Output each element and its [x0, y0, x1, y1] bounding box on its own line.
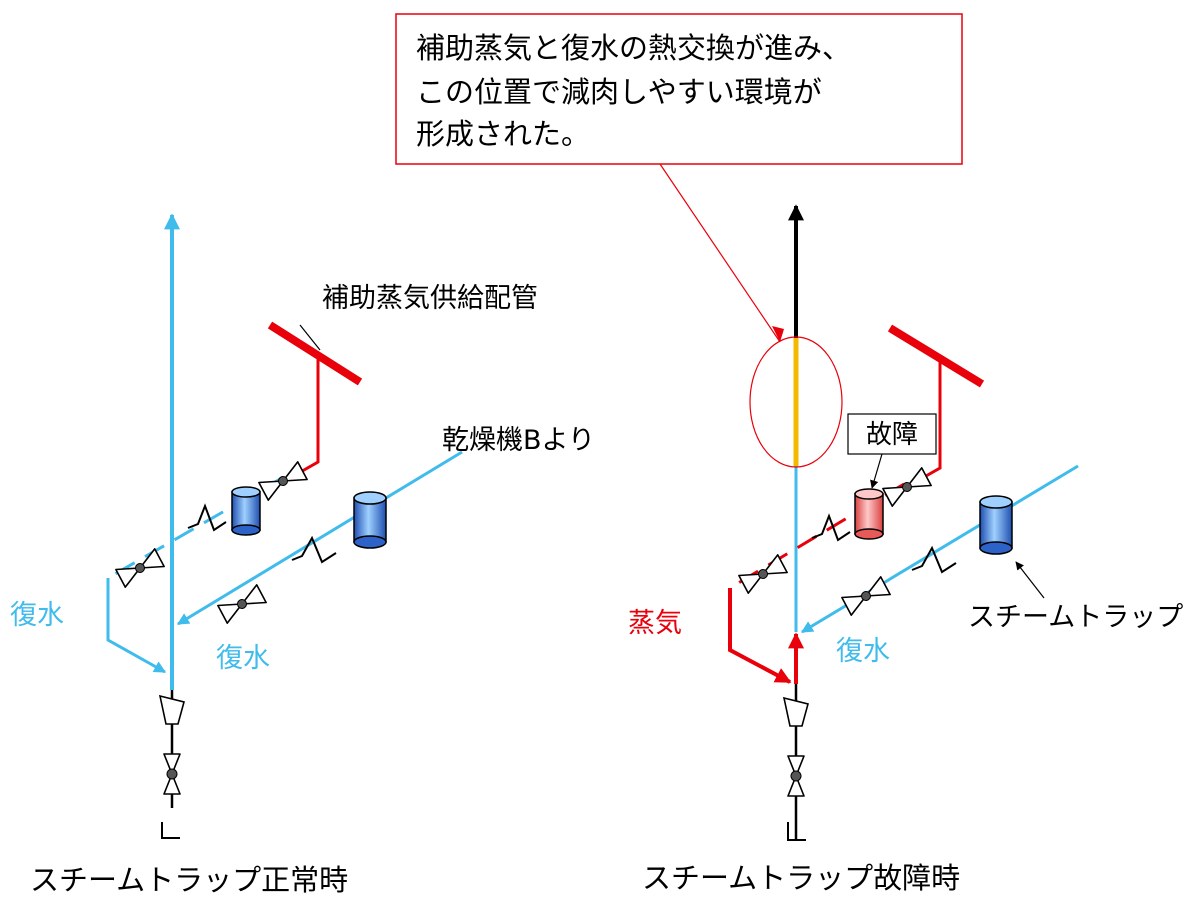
left-supply-leader: [299, 324, 321, 351]
left-upper-strainer-icon: [187, 503, 227, 532]
callout-line-2: この位置で減肉しやすい環境が: [416, 75, 822, 109]
right-steam-trap-icon: [979, 495, 1013, 555]
right-lower-valve-icon[interactable]: [841, 576, 891, 616]
fault-leader-arrow: [870, 453, 883, 489]
right-condensate-label: 復水: [836, 636, 890, 667]
left-check-valve-icon: [158, 694, 185, 725]
right-steam-bypass-line: [728, 588, 792, 684]
callout-leader-arrow: [772, 326, 784, 342]
left-drain-valve-icon[interactable]: [163, 753, 181, 795]
left-lower-strainer-icon: [291, 535, 337, 564]
left-dryer-condensate-line: [176, 450, 463, 626]
left-caption: スチームトラップ正常時: [30, 863, 348, 897]
right-upper-valve-icon[interactable]: [882, 467, 932, 507]
fault-label: 故障: [866, 420, 918, 450]
right-diagram: 故障 蒸気 復水 スチームトラップ スチームトラップ故障時: [628, 204, 1183, 895]
left-center-condensate-label: 復水: [216, 643, 270, 674]
right-steam-label: 蒸気: [628, 608, 682, 639]
callout-line-3: 形成された。: [416, 117, 590, 151]
left-lower-trap-icon: [353, 491, 387, 549]
left-supply-header: [267, 321, 363, 386]
callout-box: [395, 13, 963, 165]
left-supply-pipe-label: 補助蒸気供給配管: [322, 283, 538, 314]
left-dryer-label: 乾燥機Bより: [442, 425, 595, 456]
right-trap-label: スチームトラップ: [968, 602, 1183, 633]
fault-label-box: [847, 413, 937, 455]
left-upper-valve-icon[interactable]: [258, 461, 308, 501]
callout-line-1: 補助蒸気と復水の熱交換が進み、: [416, 31, 851, 65]
left-diagram: 補助蒸気供給配管 乾燥機Bより 復水 復水 スチームトラップ正常時: [10, 213, 595, 897]
left-upper-trap-icon: [231, 486, 261, 536]
thinning-highlight-ellipse: [749, 336, 843, 468]
right-upper-strainer-icon: [811, 513, 851, 542]
right-lower-strainer-icon: [911, 545, 957, 574]
right-failed-trap-icon: [854, 488, 884, 540]
right-drain-end-icon: [787, 822, 806, 841]
left-drain-end-icon: [161, 822, 180, 839]
right-supply-header: [887, 324, 985, 388]
left-lower-valve-icon[interactable]: [217, 584, 267, 624]
callout: 補助蒸気と復水の熱交換が進み、 この位置で減肉しやすい環境が 形成された。: [395, 13, 963, 343]
right-bypass-valve-icon[interactable]: [738, 554, 788, 594]
left-bypass-line: [106, 578, 167, 674]
left-steam-branch: [289, 352, 320, 480]
right-caption: スチームトラップ故障時: [642, 861, 960, 895]
left-condensate-label: 復水: [10, 600, 64, 631]
callout-leader-line: [659, 163, 781, 343]
right-drain-valve-icon[interactable]: [787, 755, 805, 797]
trap-leader-arrow: [1015, 561, 1045, 599]
right-check-valve-icon: [782, 696, 809, 727]
